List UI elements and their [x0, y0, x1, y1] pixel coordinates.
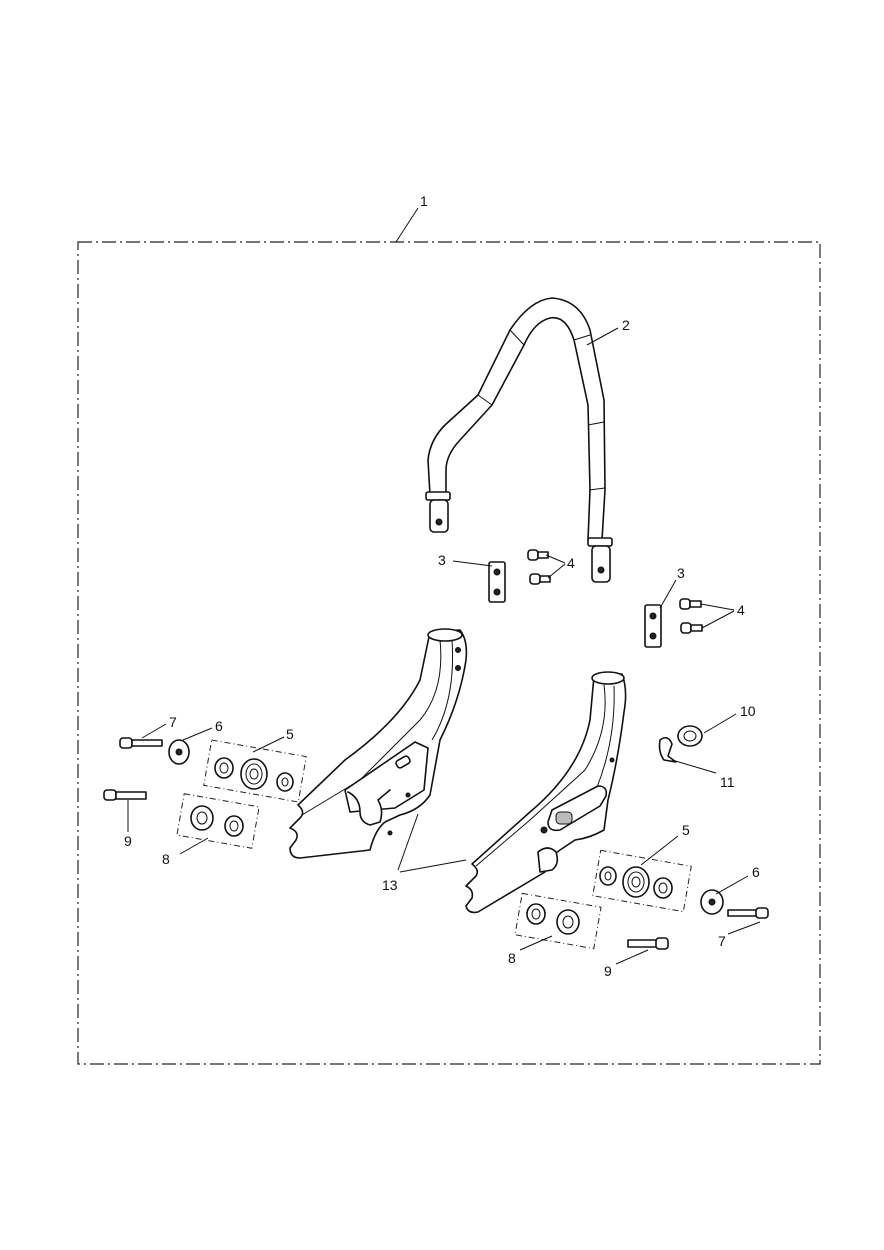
callout-5-left: 5: [286, 726, 294, 742]
callout-4-right: 4: [737, 602, 745, 618]
callout-2: 2: [622, 317, 630, 333]
kit-boundary-box: [77, 241, 821, 1065]
spacer-set-8-right[interactable]: [514, 892, 602, 950]
callout-3-upper: 3: [438, 552, 446, 568]
clip-11[interactable]: [658, 736, 677, 763]
callout-3-right: 3: [677, 565, 685, 581]
side-plate-right[interactable]: [465, 671, 627, 914]
callout-9-left: 9: [124, 833, 132, 849]
clamp-plate-right[interactable]: [644, 604, 662, 648]
callout-4-upper: 4: [567, 555, 575, 571]
callout-7-right: 7: [718, 933, 726, 949]
callout-10: 10: [740, 703, 756, 719]
callout-6-right: 6: [752, 864, 760, 880]
washer-6-left[interactable]: [168, 739, 190, 765]
nut-10[interactable]: [677, 725, 703, 747]
bolt-7-left[interactable]: [119, 737, 163, 749]
washer-6-right[interactable]: [700, 889, 724, 915]
callout-8-right: 8: [508, 950, 516, 966]
callout-13: 13: [382, 877, 398, 893]
bolt-7-right[interactable]: [727, 907, 769, 919]
bushing-set-5-right[interactable]: [592, 849, 692, 913]
callout-8-left: 8: [162, 851, 170, 867]
callout-11: 11: [720, 774, 735, 790]
callout-1: 1: [420, 193, 428, 209]
callout-6-left: 6: [215, 718, 223, 734]
callout-9-right: 9: [604, 963, 612, 979]
bolt-set-upper[interactable]: [527, 549, 551, 585]
bushing-set-5-left[interactable]: [203, 739, 307, 803]
bolt-set-right[interactable]: [679, 598, 703, 634]
callout-labels: 1 2 3 4 3 4 7 6 5 9 8 10 11 13 5 6 7 8 9: [124, 193, 760, 979]
sissy-bar-hoop[interactable]: [425, 297, 613, 583]
callout-7-left: 7: [169, 714, 177, 730]
leader-lines: [127, 207, 761, 965]
callout-5-right: 5: [682, 822, 690, 838]
bolt-9-left[interactable]: [103, 789, 147, 801]
side-plate-left[interactable]: [289, 628, 468, 859]
bolt-9-right[interactable]: [627, 937, 669, 950]
spacer-set-8-left[interactable]: [176, 793, 260, 849]
clamp-plate-upper[interactable]: [488, 561, 506, 603]
